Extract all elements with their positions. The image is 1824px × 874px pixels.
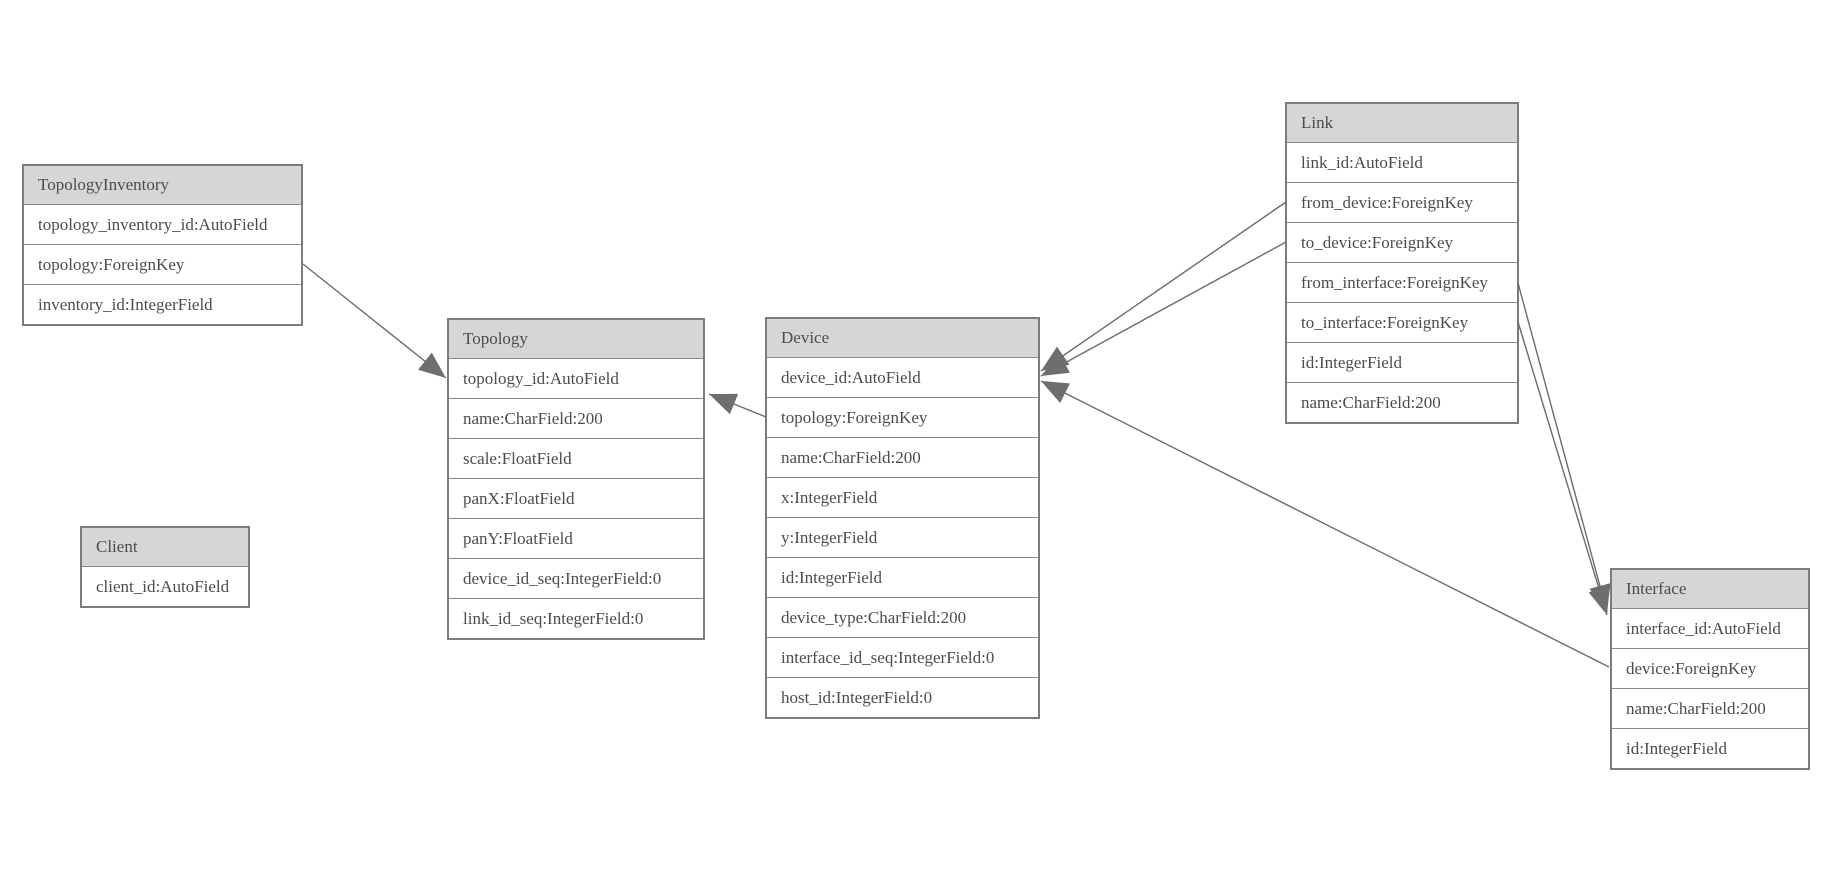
edge-link-from_device-to-device: [1040, 201, 1287, 372]
entity-title-topology: Topology: [449, 320, 703, 358]
entity-field-row: id:IntegerField: [1612, 728, 1808, 768]
edge-link-to_interface-to-interface: [1517, 321, 1610, 616]
entity-field-row: id:IntegerField: [1287, 342, 1517, 382]
entity-field-row: topology_id:AutoField: [449, 358, 703, 398]
edge-link-from_interface-to-interface: [1517, 282, 1611, 613]
entity-field-row: to_interface:ForeignKey: [1287, 302, 1517, 342]
entity-field-row: host_id:IntegerField:0: [767, 677, 1038, 717]
entity-field-row: scale:FloatField: [449, 438, 703, 478]
entity-field-row: device_type:CharField:200: [767, 597, 1038, 637]
entity-title-link: Link: [1287, 104, 1517, 142]
entity-field-row: inventory_id:IntegerField: [24, 284, 301, 324]
entity-field-row: name:CharField:200: [1287, 382, 1517, 422]
entity-field-row: link_id_seq:IntegerField:0: [449, 598, 703, 638]
edge-device-topology-to-topology: [708, 393, 767, 418]
entity-field-row: topology:ForeignKey: [767, 397, 1038, 437]
entity-field-row: to_device:ForeignKey: [1287, 222, 1517, 262]
entity-field-row: name:CharField:200: [1612, 688, 1808, 728]
entity-field-row: device_id_seq:IntegerField:0: [449, 558, 703, 598]
entity-title-device: Device: [767, 319, 1038, 357]
edge-topologyinventory-topology-to-topology: [302, 263, 447, 379]
entity-field-row: interface_id:AutoField: [1612, 608, 1808, 648]
entity-field-row: client_id:AutoField: [82, 566, 248, 606]
entity-field-row: topology:ForeignKey: [24, 244, 301, 284]
entity-field-row: id:IntegerField: [767, 557, 1038, 597]
entity-title-interface: Interface: [1612, 570, 1808, 608]
entity-field-row: panX:FloatField: [449, 478, 703, 518]
entity-field-row: x:IntegerField: [767, 477, 1038, 517]
entity-field-row: interface_id_seq:IntegerField:0: [767, 637, 1038, 677]
entity-field-row: link_id:AutoField: [1287, 142, 1517, 182]
entity-field-row: y:IntegerField: [767, 517, 1038, 557]
entity-field-row: name:CharField:200: [449, 398, 703, 438]
entity-field-row: topology_inventory_id:AutoField: [24, 204, 301, 244]
entity-title-client: Client: [82, 528, 248, 566]
entity-field-row: panY:FloatField: [449, 518, 703, 558]
edge-link-to_device-to-device: [1040, 241, 1287, 377]
entity-field-row: device_id:AutoField: [767, 357, 1038, 397]
entity-field-row: device:ForeignKey: [1612, 648, 1808, 688]
entity-field-row: from_device:ForeignKey: [1287, 182, 1517, 222]
entity-field-row: from_interface:ForeignKey: [1287, 262, 1517, 302]
entity-field-row: name:CharField:200: [767, 437, 1038, 477]
entity-title-topology-inventory: TopologyInventory: [24, 166, 301, 204]
